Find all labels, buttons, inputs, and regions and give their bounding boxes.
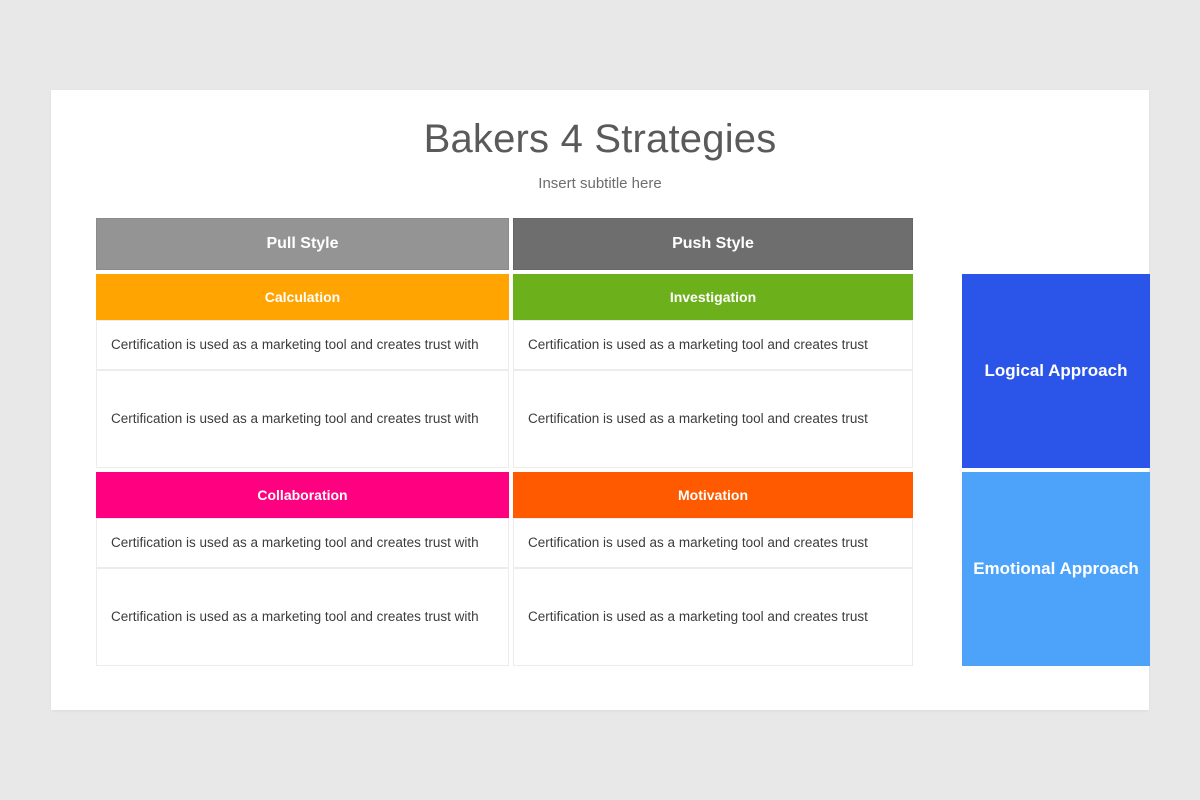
cell-text: Certification is used as a marketing too… xyxy=(111,534,479,550)
approach-panel-emotional[interactable]: Emotional Approach xyxy=(962,472,1150,666)
cell-calculation-row-1: Certification is used as a marketing too… xyxy=(96,320,509,370)
cell-text: Certification is used as a marketing too… xyxy=(528,336,868,352)
category-label-motivation: Motivation xyxy=(678,487,748,503)
header-push-style-label: Push Style xyxy=(672,235,754,252)
cell-motivation-row-1: Certification is used as a marketing too… xyxy=(513,518,913,568)
cell-investigation-row-2: Certification is used as a marketing too… xyxy=(513,370,913,468)
page-subtitle: Insert subtitle here xyxy=(538,175,662,192)
cell-investigation-row-1: Certification is used as a marketing too… xyxy=(513,320,913,370)
category-bar-motivation[interactable]: Motivation xyxy=(513,472,913,518)
category-bar-calculation[interactable]: Calculation xyxy=(96,274,509,320)
cell-calculation-row-2: Certification is used as a marketing too… xyxy=(96,370,509,468)
approach-label-logical: Logical Approach xyxy=(984,361,1128,380)
cell-text: Certification is used as a marketing too… xyxy=(111,336,479,352)
cell-text: Certification is used as a marketing too… xyxy=(528,608,868,624)
approach-label-emotional: Emotional Approach xyxy=(973,559,1139,578)
category-bar-investigation[interactable]: Investigation xyxy=(513,274,913,320)
approach-panel-logical[interactable]: Logical Approach xyxy=(962,274,1150,468)
slide-card: Bakers 4 Strategies Insert subtitle here… xyxy=(51,90,1150,710)
cell-text: Certification is used as a marketing too… xyxy=(111,410,479,426)
cell-text: Certification is used as a marketing too… xyxy=(111,608,479,624)
cell-motivation-row-2: Certification is used as a marketing too… xyxy=(513,568,913,666)
title-block: Bakers 4 Strategies Insert subtitle here xyxy=(51,115,1149,192)
header-pull-style[interactable]: Pull Style xyxy=(96,218,509,270)
page-title: Bakers 4 Strategies xyxy=(423,117,777,161)
cell-collaboration-row-2: Certification is used as a marketing too… xyxy=(96,568,509,666)
category-label-calculation: Calculation xyxy=(264,289,341,305)
header-push-style[interactable]: Push Style xyxy=(513,218,913,270)
strategy-matrix: Pull Style Push Style Calculation Certif… xyxy=(96,218,1150,668)
category-label-collaboration: Collaboration xyxy=(257,487,348,503)
matrix-grid: Pull Style Push Style Calculation Certif… xyxy=(96,218,1150,668)
header-pull-style-label: Pull Style xyxy=(266,235,339,252)
cell-collaboration-row-1: Certification is used as a marketing too… xyxy=(96,518,509,568)
category-label-investigation: Investigation xyxy=(669,289,757,305)
category-bar-collaboration[interactable]: Collaboration xyxy=(96,472,509,518)
cell-text: Certification is used as a marketing too… xyxy=(528,534,868,550)
cell-text: Certification is used as a marketing too… xyxy=(528,410,868,426)
